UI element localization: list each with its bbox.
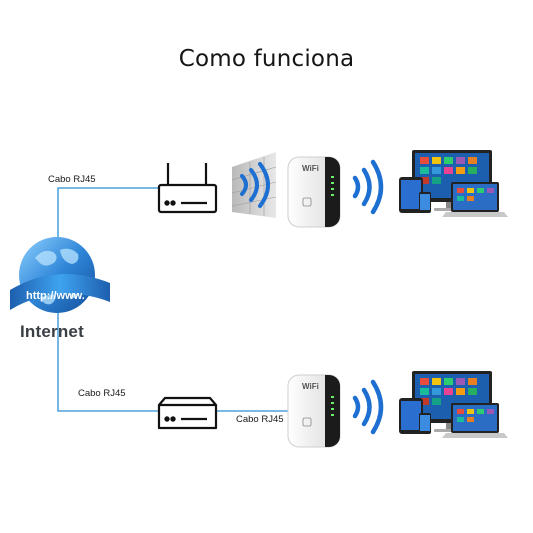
firewall-wall-icon: [231, 152, 277, 218]
wifi-signal-icon: [352, 379, 384, 435]
cable-label-top: Cabo RJ45: [48, 174, 96, 185]
devices-icon: [399, 150, 508, 217]
wifi-signal-icon: [352, 159, 384, 215]
globe-url-text: http://www.: [26, 290, 85, 302]
extender-brand: WiFi: [302, 382, 319, 391]
internet-label: Internet: [20, 322, 84, 341]
cable-label-bottom-right: Cabo RJ45: [236, 414, 284, 425]
cable-lines: [57, 187, 290, 412]
cable-top: [57, 187, 160, 242]
extender-brand: WiFi: [302, 164, 319, 173]
cable-bottom-left: [57, 312, 160, 412]
wifi-extender-icon: WiFi: [287, 156, 341, 228]
router-icon: [157, 163, 218, 214]
page-title: Como funciona: [178, 46, 355, 72]
devices-icon: [399, 371, 508, 438]
modem-icon: [157, 396, 218, 430]
wifi-extender-icon: WiFi: [287, 374, 341, 448]
cable-label-bottom-left: Cabo RJ45: [78, 388, 126, 399]
globe-icon: http://www.: [10, 237, 110, 313]
